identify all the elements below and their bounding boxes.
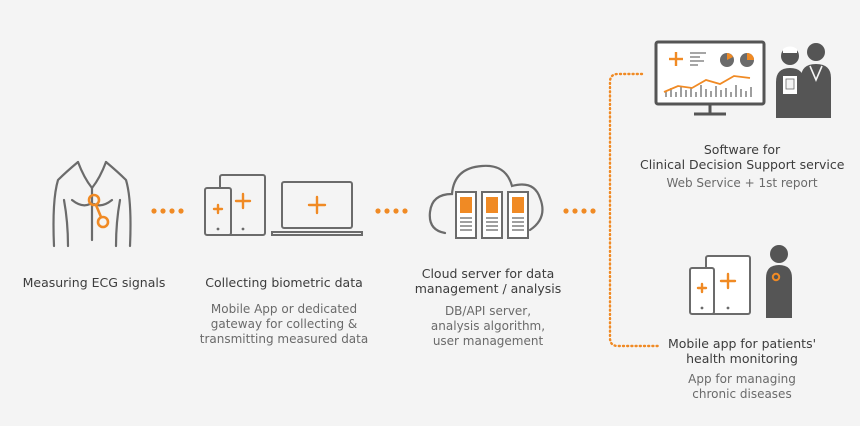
step-ecg-label: Measuring ECG signals bbox=[10, 275, 178, 290]
step-cloud-description: DB/API server, analysis algorithm, user … bbox=[430, 304, 546, 348]
step-cloud-label: Cloud server for data management / analy… bbox=[404, 266, 572, 349]
dotted-connector-1 bbox=[151, 208, 184, 214]
torso-ecg-icon bbox=[52, 160, 132, 248]
monitor-doctors-icon bbox=[654, 40, 831, 118]
cloud-server-icon bbox=[428, 164, 544, 239]
step-cdss-label: Software for Clinical Decision Support s… bbox=[640, 142, 844, 191]
dotted-connector-3 bbox=[563, 208, 596, 214]
step-cdss-title: Software for Clinical Decision Support s… bbox=[640, 142, 845, 172]
ecg-electrode-icon bbox=[87, 193, 110, 229]
step-cloud-title: Cloud server for data management / analy… bbox=[414, 266, 562, 296]
step-mobile-label: Mobile app for patients' health monitori… bbox=[654, 336, 830, 402]
step-collect-description: Mobile App or dedicated gateway for coll… bbox=[199, 302, 369, 346]
mobile-patient-icon bbox=[689, 245, 792, 318]
devices-icon bbox=[204, 174, 363, 236]
step-ecg-title: Measuring ECG signals bbox=[22, 275, 166, 290]
dotted-branch-connector bbox=[608, 72, 660, 348]
step-mobile-description: App for managing chronic diseases bbox=[688, 372, 796, 401]
step-cdss-description: Web Service + 1st report bbox=[666, 176, 818, 190]
dotted-connector-2 bbox=[375, 208, 408, 214]
step-collect-label: Collecting biometric data Mobile App or … bbox=[196, 275, 372, 347]
step-mobile-title: Mobile app for patients' health monitori… bbox=[667, 336, 817, 366]
step-collect-title: Collecting biometric data bbox=[205, 275, 363, 290]
